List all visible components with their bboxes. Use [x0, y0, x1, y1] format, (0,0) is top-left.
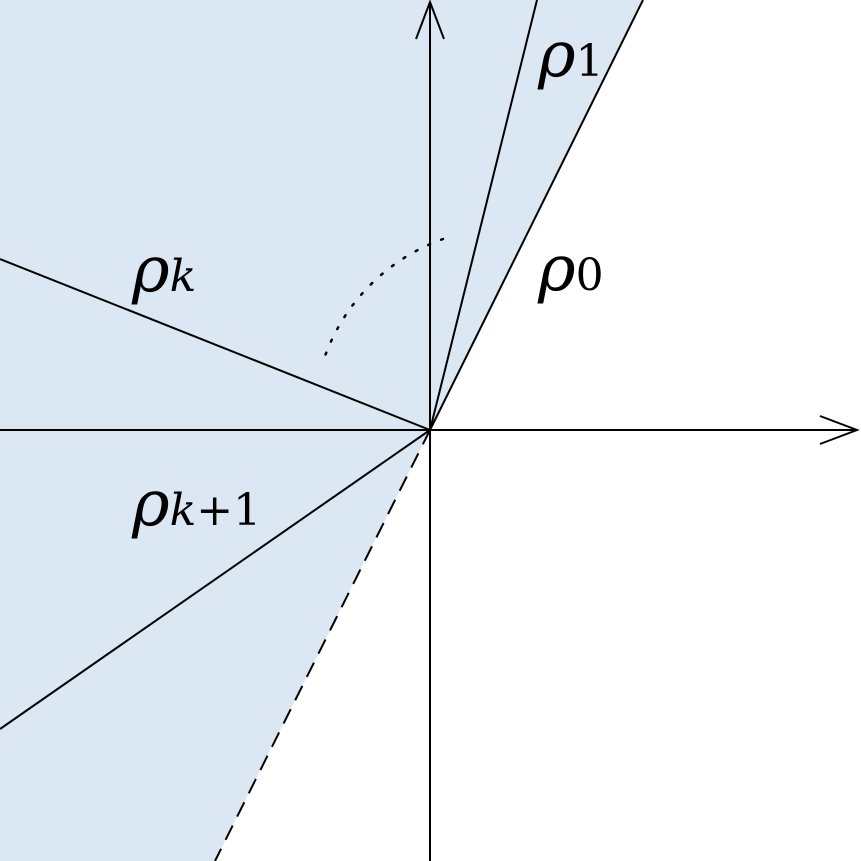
dashed-boundary-ray [214, 429, 431, 861]
ray-rho-k-plus-1 [0, 429, 431, 730]
label-rho-1: ρ1 [537, 18, 604, 92]
ray-rho-0 [429, 0, 644, 431]
vertical-axis-arrowhead [415, 0, 445, 40]
ray-rho-k [0, 258, 431, 431]
label-rho-0: ρ0 [537, 232, 604, 306]
label-rho-k-plus-1: ρk+1 [131, 467, 261, 541]
label-rho-k: ρk [131, 233, 196, 307]
horizontal-axis-arrowhead [819, 415, 860, 445]
ray-rho-1 [429, 0, 538, 431]
